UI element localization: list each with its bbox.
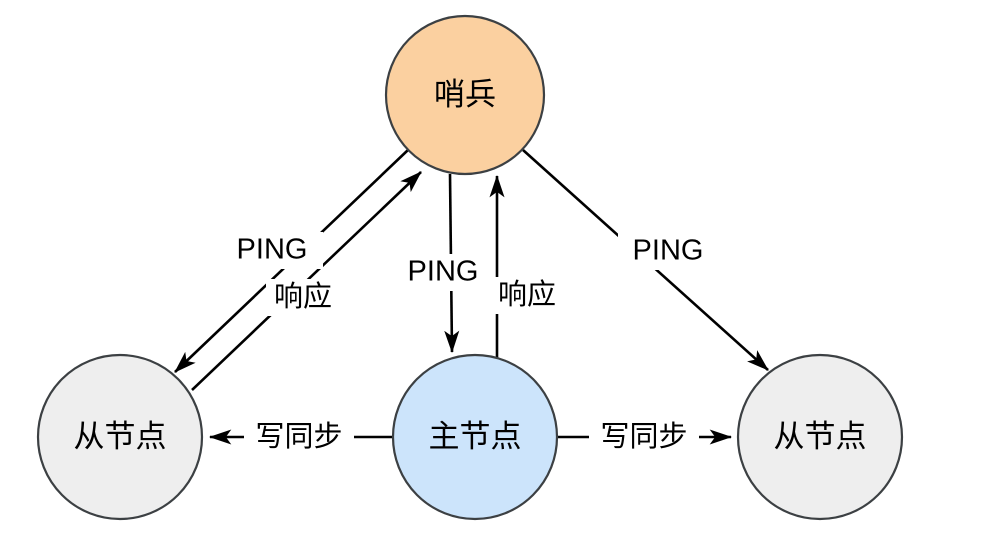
- edge-label-ping-master: PING: [408, 256, 479, 288]
- edge-label-write-sync-left: 写同步: [255, 419, 342, 453]
- node-master[interactable]: 主节点: [391, 353, 559, 521]
- edge-label-write-sync-right: 写同步: [600, 419, 687, 453]
- node-sentinel-circle[interactable]: [384, 14, 546, 176]
- edge-label-group: PING 响应 PING 响应 PING 写同步 写同步: [222, 232, 719, 456]
- node-slave-right[interactable]: 从节点: [736, 353, 904, 521]
- node-sentinel-label: 哨兵: [434, 77, 496, 112]
- node-slave-left-label: 从节点: [74, 419, 167, 454]
- edge-label-ping-left: PING: [237, 234, 308, 266]
- edge-label-bg: [618, 233, 719, 270]
- edge-label-response-master: 响应: [498, 277, 556, 311]
- edge-label-bg: [222, 232, 323, 269]
- node-sentinel[interactable]: 哨兵: [384, 14, 546, 176]
- node-slave-right-label: 从节点: [774, 419, 867, 454]
- edge-label-bg: [266, 279, 340, 316]
- node-master-circle[interactable]: [391, 353, 559, 521]
- node-slave-left-circle[interactable]: [36, 353, 204, 521]
- edge-label-bg: [393, 254, 494, 291]
- node-master-label: 主节点: [429, 419, 522, 454]
- edge-label-response-left: 响应: [274, 279, 332, 313]
- node-slave-right-circle[interactable]: [736, 353, 904, 521]
- edge-label-ping-right: PING: [633, 235, 704, 267]
- edge-label-bg: [244, 419, 354, 456]
- node-slave-left[interactable]: 从节点: [36, 353, 204, 521]
- edge-label-bg: [490, 277, 564, 314]
- edge-label-bg: [589, 419, 699, 456]
